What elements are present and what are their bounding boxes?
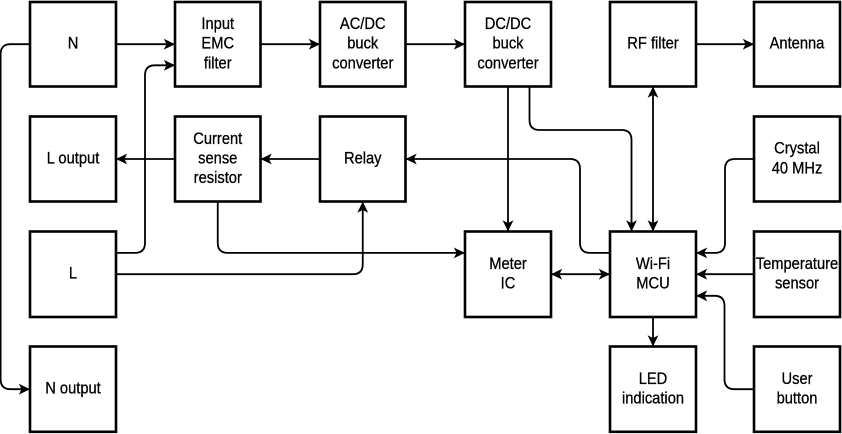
- svg-text:filter: filter: [204, 54, 232, 72]
- svg-text:button: button: [777, 390, 818, 408]
- svg-text:Temperature: Temperature: [756, 255, 839, 273]
- svg-text:Current: Current: [193, 130, 243, 148]
- svg-text:sensor: sensor: [775, 275, 820, 293]
- svg-text:Input: Input: [201, 15, 234, 33]
- svg-text:N: N: [68, 35, 79, 53]
- svg-text:N output: N output: [45, 380, 101, 398]
- svg-text:buck: buck: [492, 35, 523, 53]
- svg-text:sense: sense: [198, 150, 237, 168]
- svg-text:L output: L output: [47, 150, 100, 168]
- svg-text:Antenna: Antenna: [770, 35, 825, 53]
- svg-text:resistor: resistor: [194, 169, 243, 187]
- svg-text:User: User: [781, 370, 813, 388]
- svg-text:Crystal: Crystal: [774, 140, 820, 158]
- svg-text:DC/DC: DC/DC: [485, 15, 532, 33]
- svg-text:converter: converter: [332, 54, 394, 72]
- svg-text:converter: converter: [477, 54, 539, 72]
- svg-text:Relay: Relay: [344, 150, 382, 168]
- svg-text:L: L: [69, 265, 77, 283]
- svg-text:IC: IC: [501, 275, 516, 293]
- svg-text:Meter: Meter: [489, 255, 527, 273]
- svg-text:MCU: MCU: [636, 275, 669, 293]
- svg-text:buck: buck: [347, 35, 378, 53]
- svg-text:40 MHz: 40 MHz: [772, 159, 823, 177]
- svg-text:LED: LED: [639, 370, 668, 388]
- svg-text:EMC: EMC: [201, 35, 234, 53]
- svg-text:indication: indication: [622, 390, 684, 408]
- svg-text:Wi-Fi: Wi-Fi: [636, 255, 670, 273]
- svg-text:RF filter: RF filter: [627, 35, 679, 53]
- svg-text:AC/DC: AC/DC: [340, 15, 386, 33]
